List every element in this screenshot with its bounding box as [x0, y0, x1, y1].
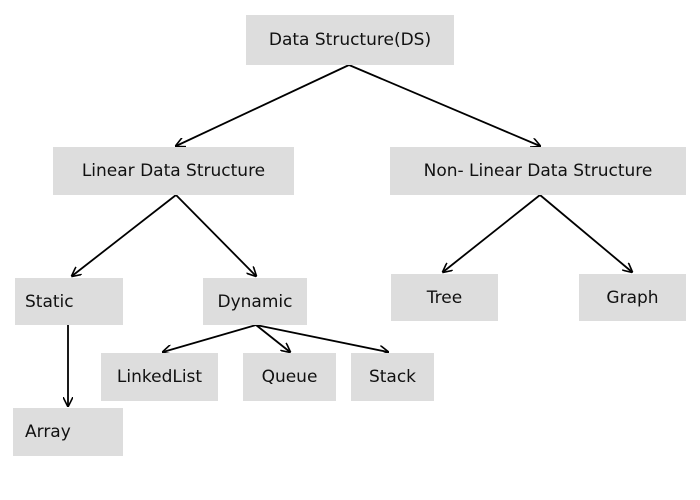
edge-nonlinear-to-tree — [443, 194, 541, 272]
node-array: Array — [13, 408, 123, 456]
node-label: LinkedList — [116, 367, 203, 387]
node-graph: Graph — [579, 274, 686, 321]
edge-dynamic-to-queue — [255, 324, 290, 352]
node-stack: Stack — [351, 353, 434, 401]
node-queue: Queue — [243, 353, 336, 401]
node-label: Linear Data Structure — [81, 161, 266, 181]
node-label: Non- Linear Data Structure — [423, 161, 653, 181]
node-label: Array — [25, 422, 71, 442]
edge-nonlinear-to-graph — [539, 194, 632, 272]
node-label: Data Structure(DS) — [268, 30, 432, 50]
node-label: Stack — [368, 367, 417, 387]
node-label: Graph — [606, 287, 659, 308]
node-linkedlist: LinkedList — [101, 353, 218, 401]
node-non-linear-data-structure: Non- Linear Data Structure — [390, 147, 686, 195]
node-label: Queue — [261, 367, 318, 387]
node-tree: Tree — [391, 274, 498, 321]
node-linear-data-structure: Linear Data Structure — [53, 147, 294, 195]
edge-dynamic-to-linkedlist — [163, 324, 257, 352]
node-label: Static — [25, 291, 74, 312]
node-dynamic: Dynamic — [203, 278, 307, 325]
edge-linear-to-dynamic — [175, 194, 256, 276]
node-label: Tree — [426, 287, 463, 308]
node-label: Dynamic — [217, 291, 293, 312]
node-data-structure: Data Structure(DS) — [246, 15, 454, 65]
edge-root-to-nonlinear — [348, 64, 540, 146]
node-static: Static — [15, 278, 123, 325]
edge-dynamic-to-stack — [255, 324, 388, 352]
edge-linear-to-static — [72, 194, 177, 276]
edge-root-to-linear — [176, 64, 350, 146]
